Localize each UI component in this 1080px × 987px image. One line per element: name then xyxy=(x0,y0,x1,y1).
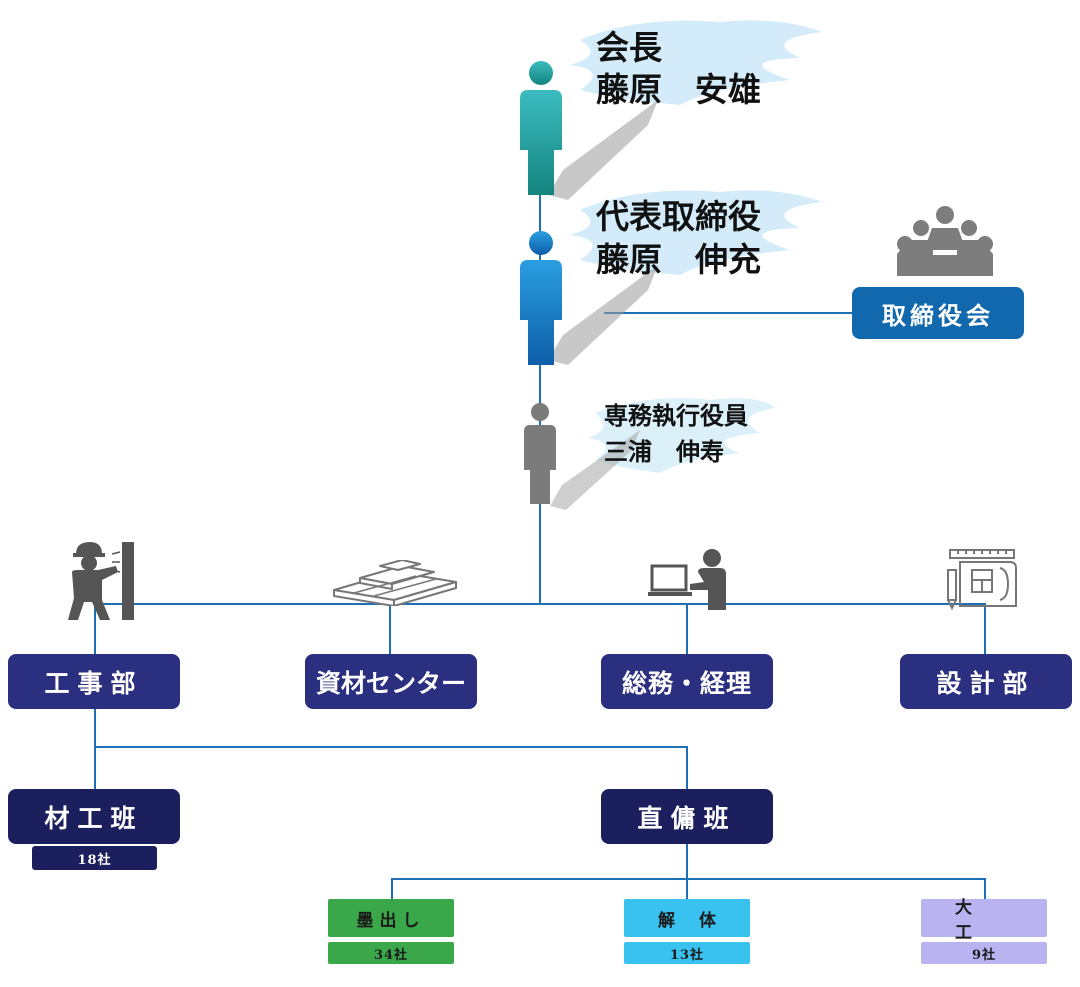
department-construction: 工事部 xyxy=(8,654,180,709)
department-general-affairs: 総務・経理 xyxy=(601,654,773,709)
department-materials-center: 資材センター xyxy=(305,654,477,709)
team-material-labor-count: 18社 xyxy=(32,846,157,870)
board-of-directors-box: 取締役会 xyxy=(852,287,1024,339)
subcontractor-demolition-count: 13社 xyxy=(624,942,750,964)
person-shadow xyxy=(548,100,658,200)
connector-subs xyxy=(391,878,985,880)
chairman-title: 会長 xyxy=(596,28,662,67)
team-direct-employment: 直傭班 xyxy=(601,789,773,844)
managing-director-title: 専務執行役員 xyxy=(604,401,748,430)
connector-dept-materials xyxy=(389,603,391,655)
subcontractor-demolition: 解体 xyxy=(624,899,750,937)
meeting-icon xyxy=(897,206,993,276)
connector-spine xyxy=(539,190,541,605)
brush-stroke-decoration xyxy=(570,190,822,275)
person-shadow xyxy=(550,430,640,510)
connector-construction-down xyxy=(94,708,96,790)
person-icon xyxy=(520,231,562,365)
connector-departments xyxy=(94,603,985,605)
person-icon xyxy=(520,61,562,195)
blueprint-icon xyxy=(947,549,1017,610)
construction-worker-icon xyxy=(68,542,134,620)
subcontractor-carpentry-count: 9社 xyxy=(921,942,1047,964)
subcontractor-carpentry: 大工 xyxy=(921,898,1047,943)
president-name: 藤原 伸充 xyxy=(596,240,761,279)
lumber-stack-icon xyxy=(333,560,457,606)
connector-sub-marking xyxy=(391,878,393,900)
brush-stroke-decoration xyxy=(588,398,775,473)
chairman-name: 藤原 安雄 xyxy=(596,70,761,109)
connector-team-direct xyxy=(686,746,688,790)
department-design: 設計部 xyxy=(900,654,1072,709)
subcontractor-marking-count: 34社 xyxy=(328,942,454,964)
managing-director-name: 三浦 伸寿 xyxy=(604,437,724,466)
person-shadow xyxy=(548,265,658,365)
connector-direct-down xyxy=(686,843,688,879)
connector-teams xyxy=(94,746,687,748)
brush-stroke-decoration xyxy=(570,20,822,106)
connector-dept-admin xyxy=(686,603,688,655)
person-icon xyxy=(524,403,556,504)
connector-dept-design xyxy=(984,603,986,655)
connector-sub-carpentry xyxy=(984,878,986,900)
connector-board xyxy=(604,312,854,314)
office-worker-icon xyxy=(648,549,726,610)
connector-dept-construction xyxy=(94,603,96,655)
president-title: 代表取締役 xyxy=(596,197,761,236)
team-material-labor: 材工班 xyxy=(8,789,180,844)
subcontractor-marking: 墨出し xyxy=(328,899,454,937)
connector-sub-demolition xyxy=(686,878,688,900)
